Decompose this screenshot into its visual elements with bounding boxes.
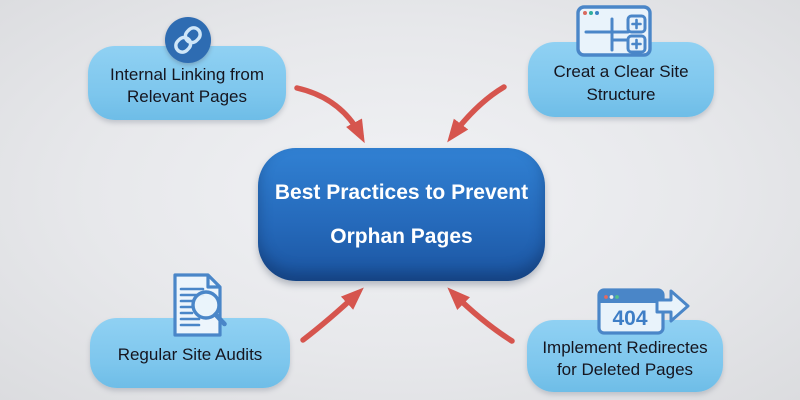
chain-link-glyph xyxy=(174,26,202,54)
chain-link-icon xyxy=(165,17,211,63)
center-title-box: Best Practices to Prevent Orphan Pages xyxy=(258,148,545,281)
node-label: Structure xyxy=(586,84,656,104)
site-structure-icon xyxy=(576,5,652,57)
error-404-redirect-icon: 404 xyxy=(597,283,691,335)
site-audit-icon xyxy=(166,272,230,338)
node-label: Relevant Pages xyxy=(126,87,248,106)
node-label: for Deleted Pages xyxy=(556,360,694,379)
arrow-top-right xyxy=(447,84,507,143)
404-label: 404 xyxy=(612,307,647,330)
center-title-line1: Best Practices to Prevent xyxy=(274,180,529,204)
node-label: Regular Site Audits xyxy=(117,344,263,364)
center-title-line2: Orphan Pages xyxy=(330,224,473,248)
node-label: Implement Redirectes xyxy=(542,337,708,357)
node-label: Creat a Clear Site xyxy=(553,62,689,82)
node-label: Internal Linking from xyxy=(109,64,265,84)
arrow-top-left xyxy=(294,85,365,144)
arrow-bottom-right xyxy=(447,287,515,344)
arrow-bottom-left xyxy=(300,287,364,343)
